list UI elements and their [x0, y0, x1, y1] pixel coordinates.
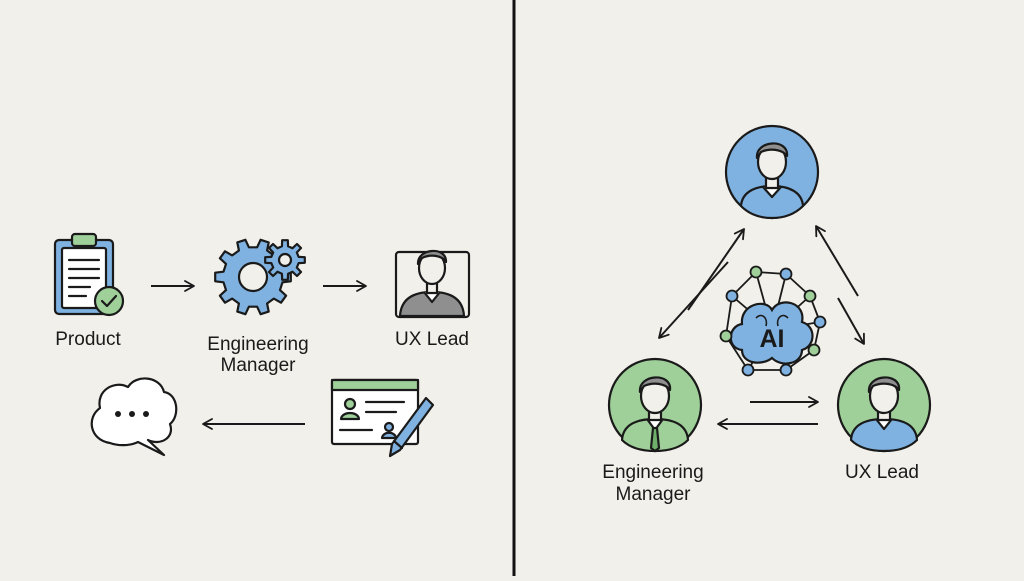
person-portrait-icon — [394, 249, 471, 319]
arrow-right-to-top — [815, 225, 859, 297]
label-engineering-manager-line2: Manager — [220, 355, 296, 376]
label-ux-lead: UX Lead — [395, 329, 469, 350]
ai-network-node — [807, 343, 821, 357]
label-right-engineering-manager-line1: Engineering — [602, 462, 704, 483]
ai-network-node — [749, 265, 763, 279]
ai-network-node — [725, 289, 739, 303]
ai-network-node — [813, 315, 827, 329]
ai-network-node — [779, 267, 793, 281]
clipboard-check-icon — [53, 232, 125, 317]
arrow-top-to-right — [837, 297, 865, 345]
person-avatar-icon — [836, 357, 932, 453]
ai-hub-label: AI — [760, 325, 785, 353]
label-right-engineering-manager-line2: Manager — [615, 484, 691, 505]
speech-bubble-icon — [90, 377, 178, 457]
label-product: Product — [55, 329, 121, 350]
person-tie-avatar-icon — [607, 357, 703, 453]
ai-network-node — [803, 289, 817, 303]
ai-network-node — [741, 363, 755, 377]
ai-brain-network-icon — [719, 265, 827, 377]
label-right-ux-lead: UX Lead — [845, 462, 919, 483]
ai-network-node — [779, 363, 793, 377]
wireframe-pencil-icon — [330, 378, 435, 458]
ai-network-link — [725, 335, 749, 371]
label-engineering-manager-line1: Engineering — [207, 334, 309, 355]
ai-network-link — [725, 295, 733, 337]
arrow-top-to-left — [658, 261, 729, 339]
gears-icon — [214, 238, 306, 316]
person-avatar-icon — [724, 124, 820, 220]
ai-network-node — [719, 329, 733, 343]
